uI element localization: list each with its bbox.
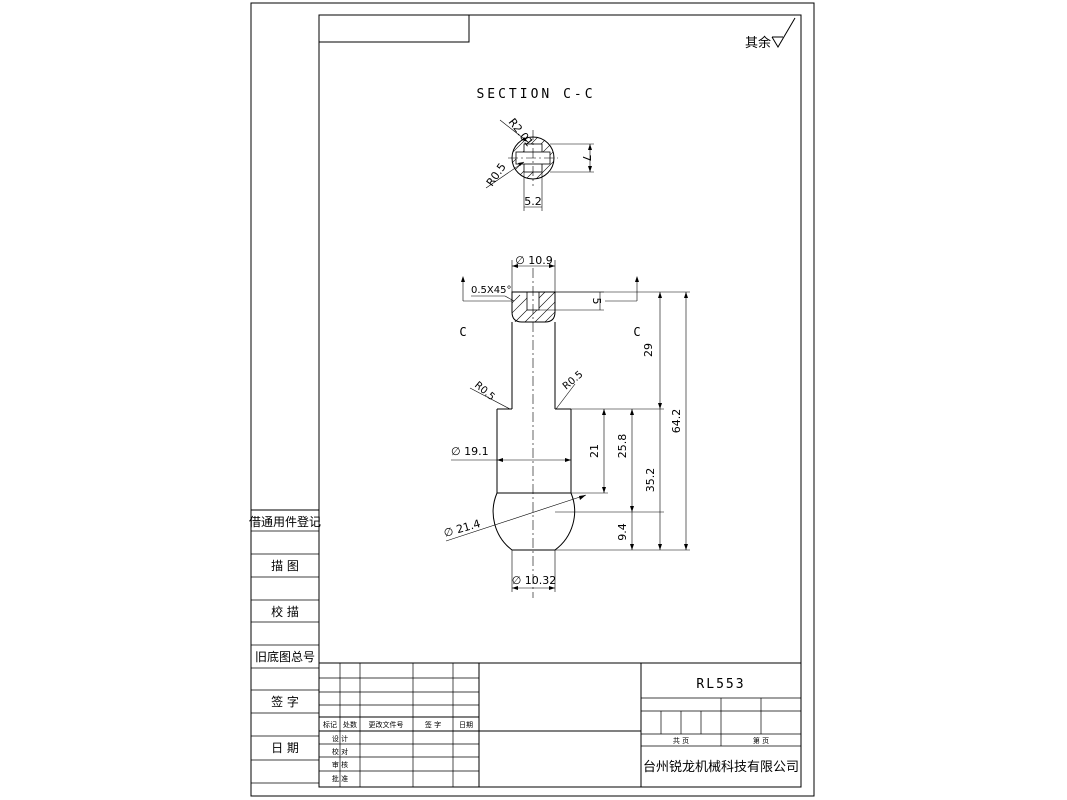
dim-top-diameter: ∅ 10.9 [515, 254, 553, 267]
header-date: 日期 [459, 721, 473, 729]
sheet-index: 第 页 [753, 736, 769, 745]
sheet-border [250, 2, 815, 797]
dim-total-length: 64.2 [670, 409, 683, 434]
dim-section-height: 7 [580, 155, 593, 162]
dim-fillet-right: R0.5 [561, 369, 586, 392]
header-change-doc: 更改文件号 [369, 720, 404, 729]
main-view: C C ∅ 10.9 0.5X45° 5 29 64.2 [442, 254, 690, 598]
sheet-total: 共 页 [673, 736, 689, 745]
company-name: 台州锐龙机械科技有限公司 [643, 760, 799, 775]
surface-finish-symbol [771, 17, 796, 48]
dim-sphere-diameter: ∅ 21.4 [442, 517, 482, 540]
dim-fillet-left: R0.5 [472, 380, 497, 403]
part-number: RL553 [696, 677, 745, 692]
header-signature: 签 字 [425, 720, 441, 729]
dim-slot-depth: 5 [590, 298, 603, 305]
row-review: 审 核 [332, 760, 348, 769]
row-design: 设 计 [332, 734, 348, 743]
dim-body-diameter: ∅ 19.1 [451, 445, 489, 458]
section-mark-left: C [459, 325, 466, 339]
title-block: 标记 处数 更改文件号 签 字 日期 设 计 校 对 审 核 批 准 RL553… [319, 662, 801, 787]
section-title: SECTION C-C [476, 87, 595, 102]
dim-section-width: 5.2 [524, 195, 542, 208]
strip-label-date: 日 期 [271, 741, 299, 755]
drawing-frame [318, 14, 802, 788]
left-strip: 借通用件登记 描 图 校 描 旧底图总号 签 字 日 期 [249, 509, 321, 784]
strip-label-old-base: 旧底图总号 [255, 649, 315, 664]
section-mark-right: C [633, 325, 640, 339]
header-count: 处数 [343, 720, 357, 729]
dim-chamfer: 0.5X45° [471, 285, 511, 296]
surface-finish-note: 其余 [745, 35, 771, 51]
dim-sphere-height: 9.4 [616, 523, 629, 541]
row-approve: 批 准 [332, 774, 348, 783]
strip-label-tracing-check: 校 描 [271, 604, 299, 619]
corner-box [318, 14, 470, 43]
strip-label-drawing: 描 图 [271, 559, 299, 573]
dim-lower-length: 35.2 [644, 468, 657, 493]
dim-body-to-sphere: 25.8 [616, 434, 629, 459]
strip-label-registry: 借通用件登记 [249, 514, 321, 529]
dim-body-length: 21 [588, 444, 601, 458]
dim-bottom-diameter: ∅ 10.32 [512, 574, 557, 587]
section-view: SECTION C-C 7 [476, 87, 595, 211]
dim-shank-length: 29 [642, 343, 655, 357]
row-check: 校 对 [332, 747, 348, 756]
header-mark: 标记 [323, 720, 337, 729]
strip-label-signature: 签 字 [271, 694, 299, 709]
